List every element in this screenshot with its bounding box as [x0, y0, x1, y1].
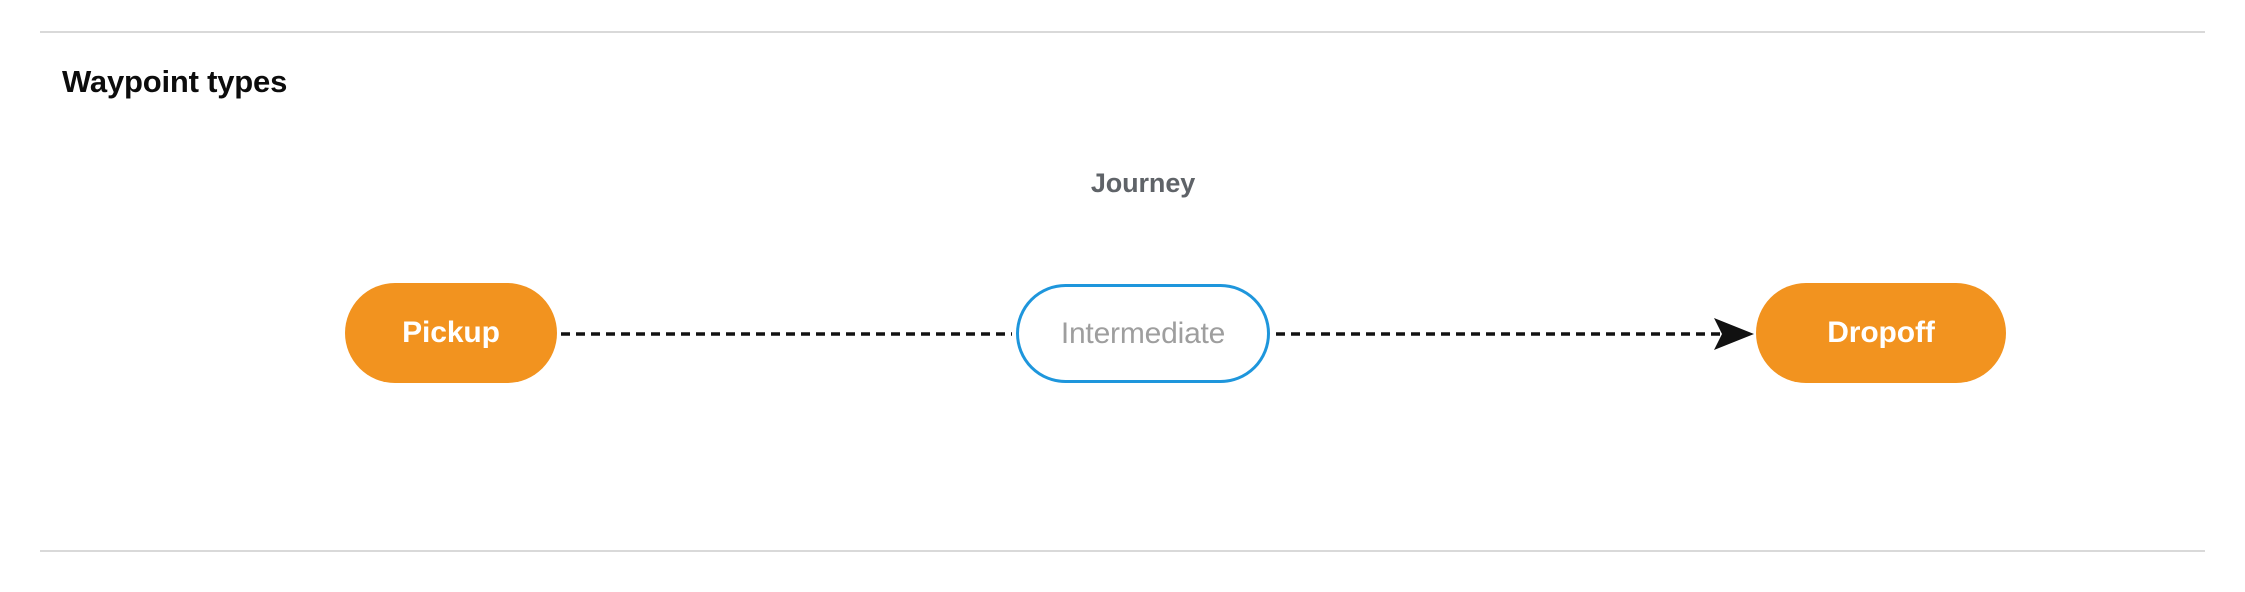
page-title: Waypoint types: [62, 64, 288, 99]
waypoint-node-dropoff[interactable]: Dropoff: [1756, 283, 2006, 383]
waypoint-node-intermediate-label: Intermediate: [1060, 316, 1226, 350]
section-divider-top: [40, 31, 2205, 33]
waypoint-node-dropoff-label: Dropoff: [1827, 316, 1935, 349]
edge-arrowhead-icon: [1714, 318, 1754, 350]
journey-group-label: Journey: [1090, 168, 1196, 198]
waypoint-node-pickup[interactable]: Pickup: [345, 283, 557, 383]
waypoint-node-pickup-label: Pickup: [402, 316, 500, 349]
section-divider-bottom: [40, 550, 2205, 552]
waypoint-node-intermediate[interactable]: Intermediate: [1016, 284, 1270, 383]
